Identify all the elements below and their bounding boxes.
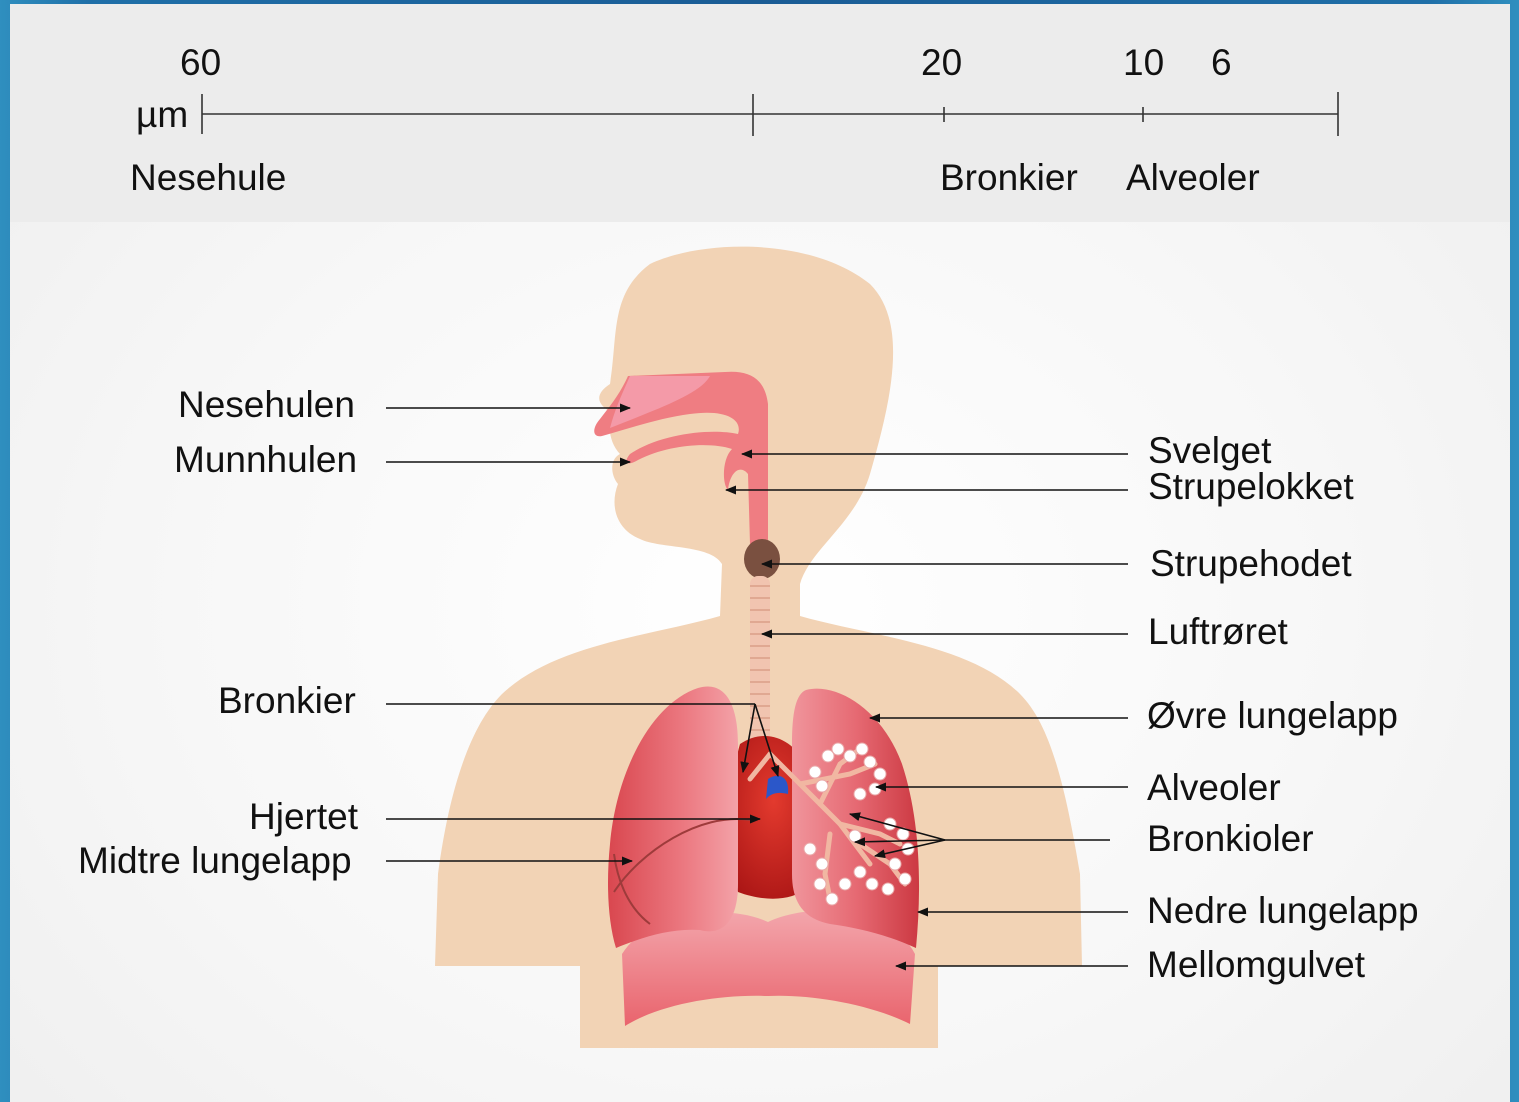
scale-tick-10: 10 bbox=[1123, 44, 1164, 81]
scale-tick-6: 6 bbox=[1211, 44, 1232, 81]
label-hjertet: Hjertet bbox=[249, 798, 358, 835]
larynx-shape bbox=[744, 539, 780, 579]
label-ovre-lungelapp: Øvre lungelapp bbox=[1147, 697, 1398, 734]
trachea-rings bbox=[750, 576, 770, 756]
label-nedre-lungelapp: Nedre lungelapp bbox=[1147, 892, 1419, 929]
label-luftroret: Luftrøret bbox=[1148, 613, 1288, 650]
scale-region-alveoler: Alveoler bbox=[1126, 159, 1260, 196]
label-midtre-lungelapp: Midtre lungelapp bbox=[78, 842, 352, 879]
scale-region-bronkier: Bronkier bbox=[940, 159, 1078, 196]
scale-tick-60: 60 bbox=[180, 44, 221, 81]
scale-tick-20: 20 bbox=[921, 44, 962, 81]
label-strupehodet: Strupehodet bbox=[1150, 545, 1352, 582]
label-bronkier: Bronkier bbox=[218, 682, 356, 719]
label-mellomgulvet: Mellomgulvet bbox=[1147, 946, 1365, 983]
scale-bar bbox=[202, 92, 1338, 136]
label-strupelokket: Strupelokket bbox=[1148, 468, 1354, 505]
scale-unit-label: µm bbox=[136, 96, 188, 133]
scale-region-nesehule: Nesehule bbox=[130, 159, 286, 196]
label-munnhulen: Munnhulen bbox=[174, 441, 357, 478]
label-bronkioler: Bronkioler bbox=[1147, 820, 1314, 857]
label-svelget: Svelget bbox=[1148, 432, 1271, 469]
label-nesehulen: Nesehulen bbox=[178, 386, 355, 423]
label-alveoler: Alveoler bbox=[1147, 769, 1281, 806]
diagram-canvas: 60 20 10 6 µm Nesehule Bronkier Alveoler… bbox=[10, 4, 1510, 1102]
